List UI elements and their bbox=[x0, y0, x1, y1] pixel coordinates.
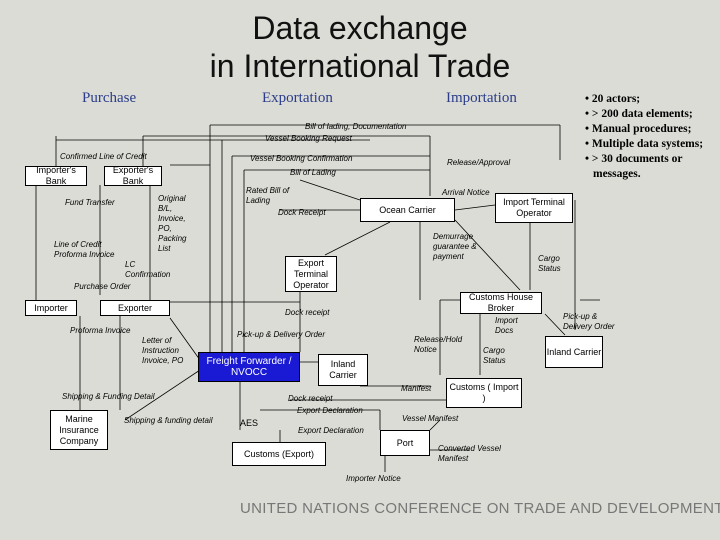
flow-purchase-order: Purchase Order bbox=[74, 282, 131, 291]
flow-manifest: Manifest bbox=[401, 384, 432, 393]
flow-vessel-manifest: Vessel Manifest bbox=[402, 414, 459, 423]
flow-shipping-funding-1: Shipping & Funding Detail bbox=[62, 392, 155, 401]
flow-letter-of-instruction: Letter of Instruction Invoice, PO bbox=[142, 336, 184, 365]
header-importation: Importation bbox=[446, 90, 517, 106]
stat-actors: • 20 actors; bbox=[585, 93, 641, 105]
header-purchase: Purchase bbox=[82, 90, 137, 106]
inland-carrier-box-2: Inland Carrier bbox=[545, 336, 603, 368]
flow-lc-confirmation: LC Confirmation bbox=[125, 260, 171, 279]
flow-export-declaration-1: Export Declaration bbox=[297, 406, 363, 415]
importer-box: Importer bbox=[25, 300, 77, 316]
flow-vessel-booking-request: Vessel Booking Request bbox=[265, 134, 352, 143]
flow-release-approval: Release/Approval bbox=[447, 158, 511, 167]
flow-fund-transfer: Fund Transfer bbox=[65, 198, 115, 207]
importers-bank-box: Importer's Bank bbox=[25, 165, 87, 186]
flow-converted-manifest: Converted Vessel Manifest bbox=[438, 444, 501, 463]
flow-dock-receipt-3: Dock receipt bbox=[288, 394, 333, 403]
freight-forwarder-box: Freight Forwarder / NVOCC bbox=[198, 352, 300, 382]
flow-dock-receipt-1: Dock Receipt bbox=[278, 208, 326, 217]
flow-pickup-delivery-2: Pick-up & Delivery Order bbox=[237, 330, 326, 339]
port-box: Port bbox=[380, 430, 430, 456]
customs-export-box: Customs (Export) bbox=[232, 442, 326, 466]
flow-release-hold: Release/Hold Notice bbox=[414, 335, 463, 354]
stats-list: • 20 actors; • > 200 data elements; • Ma… bbox=[585, 92, 720, 182]
flow-aes: AES bbox=[240, 418, 259, 428]
customs-house-broker-box: Customs House Broker bbox=[460, 292, 542, 314]
flow-proforma-invoice: Proforma Invoice bbox=[70, 326, 131, 335]
flow-rated-bill: Rated Bill of Lading bbox=[246, 186, 290, 205]
flow-pickup-delivery-1: Pick-up & Delivery Order bbox=[563, 312, 615, 331]
flow-original-docs: Original B/L, Invoice, PO, Packing List bbox=[158, 194, 187, 253]
header-exportation: Exportation bbox=[262, 90, 333, 106]
title-line-2: in International Trade bbox=[209, 48, 511, 84]
flow-demurrage: Demurrage guarantee & payment bbox=[433, 232, 477, 261]
flow-arrival-notice: Arrival Notice bbox=[442, 188, 490, 197]
title-line-1: Data exchange bbox=[252, 10, 468, 46]
flow-vessel-booking-confirmation: Vessel Booking Confirmation bbox=[250, 154, 353, 163]
inland-carrier-box-1: Inland Carrier bbox=[318, 354, 368, 386]
stat-data-elements: • > 200 data elements; bbox=[585, 108, 693, 120]
export-terminal-box: Export Terminal Operator bbox=[285, 256, 337, 292]
flow-export-declaration-2: Export Declaration bbox=[298, 426, 364, 435]
stat-manual: • Manual procedures; bbox=[585, 123, 692, 135]
marine-insurance-box: Marine Insurance Company bbox=[50, 410, 108, 450]
import-terminal-box: Import Terminal Operator bbox=[495, 193, 573, 223]
customs-import-box: Customs ( Import ) bbox=[446, 378, 522, 408]
flow-bill-of-lading: Bill of Lading bbox=[290, 168, 336, 177]
flow-confirmed-loc: Confirmed Line of Credit bbox=[60, 152, 147, 161]
exporter-box: Exporter bbox=[100, 300, 170, 316]
flow-line-of-credit: Line of Credit Proforma Invoice bbox=[54, 240, 115, 259]
footer-unctad: UNITED NATIONS CONFERENCE ON TRADE AND D… bbox=[240, 500, 720, 517]
flow-cargo-status-1: Cargo Status bbox=[538, 254, 561, 273]
exporters-bank-box: Exporter's Bank bbox=[104, 165, 162, 186]
stat-documents: • > 30 documents or messages. bbox=[585, 153, 683, 180]
flow-dock-receipt-2: Dock receipt bbox=[285, 308, 330, 317]
stat-data-systems: • Multiple data systems; bbox=[585, 138, 704, 150]
flow-shipping-funding-2: Shipping & funding detail bbox=[124, 416, 213, 425]
flow-importer-notice: Importer Notice bbox=[346, 474, 401, 483]
flow-import-docs: Import Docs bbox=[495, 316, 518, 335]
flow-cargo-status-2: Cargo Status bbox=[483, 346, 506, 365]
flow-bill-of-lading-doc: Bill of lading, Documentation bbox=[305, 122, 407, 131]
ocean-carrier-box: Ocean Carrier bbox=[360, 198, 455, 222]
